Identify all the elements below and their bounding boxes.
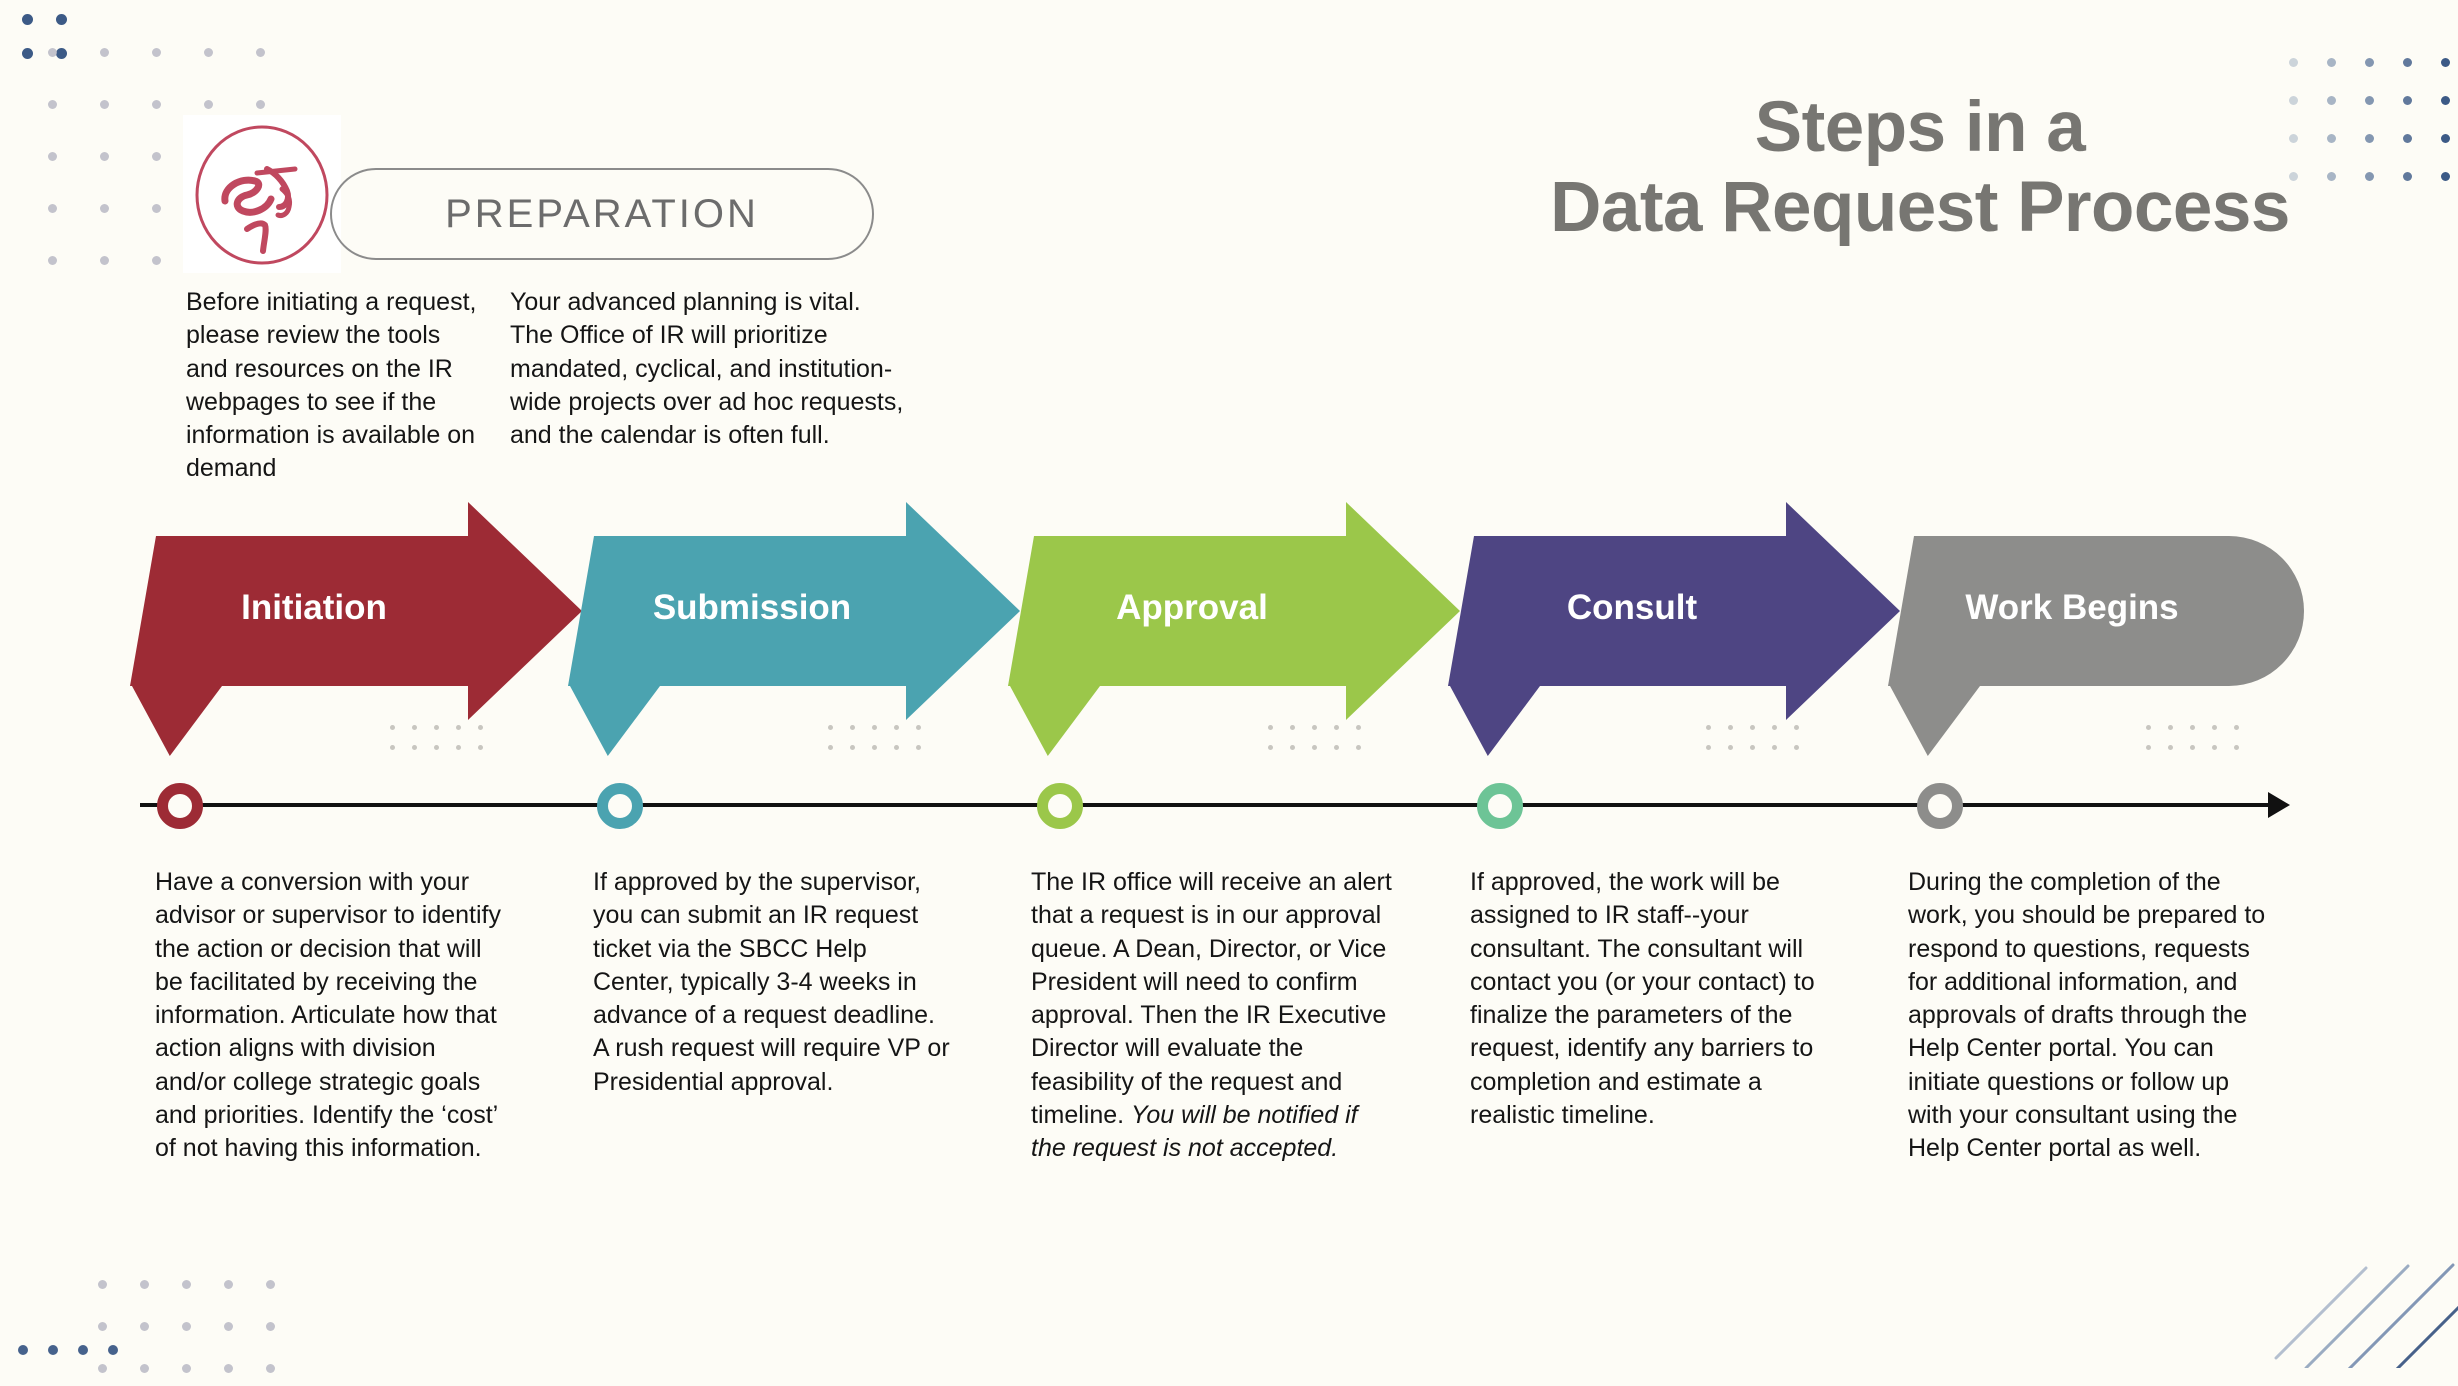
process-arrow-icon [568, 502, 1020, 756]
step-description-text: If approved by the supervisor, you can s… [593, 868, 950, 1096]
process-arrow-band: Initiation Submission Approval Consult W… [0, 500, 2458, 760]
step-description-text: During the completion of the work, you s… [1908, 868, 2266, 1162]
timeline-node-2[interactable] [597, 783, 643, 829]
step-description-3: The IR office will receive an alert that… [1031, 866, 1396, 1165]
timeline-node-4[interactable] [1477, 783, 1523, 829]
step-description-4: If approved, the work will be assigned t… [1470, 866, 1815, 1132]
step-description-text: The IR office will receive an alert that… [1031, 868, 1392, 1129]
process-step-label: Submission [652, 588, 852, 627]
step-badge [183, 115, 341, 273]
decor-dots-bottom-left-gray [98, 1280, 275, 1386]
preparation-text-1: Your advanced planning is vital. The Off… [510, 288, 904, 449]
timeline [0, 760, 2458, 850]
preparation-label: PREPARATION [445, 191, 759, 236]
process-step-2[interactable]: Submission [568, 500, 1038, 796]
process-arrow-icon [1888, 536, 2304, 756]
process-step-label: Consult [1566, 588, 1698, 627]
process-arrow-icon [130, 502, 582, 756]
decor-dots-bottom-left-blue [18, 1345, 118, 1355]
step-description-emphasis: You will be notified if the request is n… [1031, 1100, 1358, 1162]
process-step-4[interactable]: Consult [1448, 500, 1918, 796]
timeline-node-5[interactable] [1917, 783, 1963, 829]
timeline-axis [140, 803, 2275, 807]
step-description-text: Have a conversion with your advisor or s… [155, 868, 501, 1162]
page-title: Steps in a Data Request Process [1420, 88, 2420, 247]
page-title-line1: Steps in a [1754, 88, 2086, 167]
timeline-node-3[interactable] [1037, 783, 1083, 829]
decor-diagonal-lines [2274, 1263, 2458, 1368]
process-arrow-icon [1448, 502, 1900, 756]
process-step-label: Work Begins [1965, 588, 2179, 627]
step-badge-circle-icon [195, 125, 329, 265]
step-description-5: During the completion of the work, you s… [1908, 866, 2278, 1165]
process-step-1[interactable]: Initiation [130, 500, 600, 796]
preparation-pill: PREPARATION [330, 168, 874, 260]
process-step-label: Approval [1116, 588, 1268, 627]
process-step-3[interactable]: Approval [1008, 500, 1478, 796]
timeline-arrowhead-icon [2268, 792, 2290, 818]
timeline-node-1[interactable] [157, 783, 203, 829]
step-description-1: Have a conversion with your advisor or s… [155, 866, 510, 1165]
process-step-5[interactable]: Work Begins [1888, 500, 2358, 796]
decor-dots-top-left-blue [22, 14, 67, 59]
page-title-line2: Data Request Process [1550, 167, 2290, 247]
process-arrow-icon [1008, 502, 1460, 756]
step-description-text: If approved, the work will be assigned t… [1470, 868, 1815, 1129]
preparation-text-0: Before initiating a request, please revi… [186, 288, 477, 483]
step-description-2: If approved by the supervisor, you can s… [593, 866, 953, 1099]
process-step-label: Initiation [241, 588, 387, 627]
